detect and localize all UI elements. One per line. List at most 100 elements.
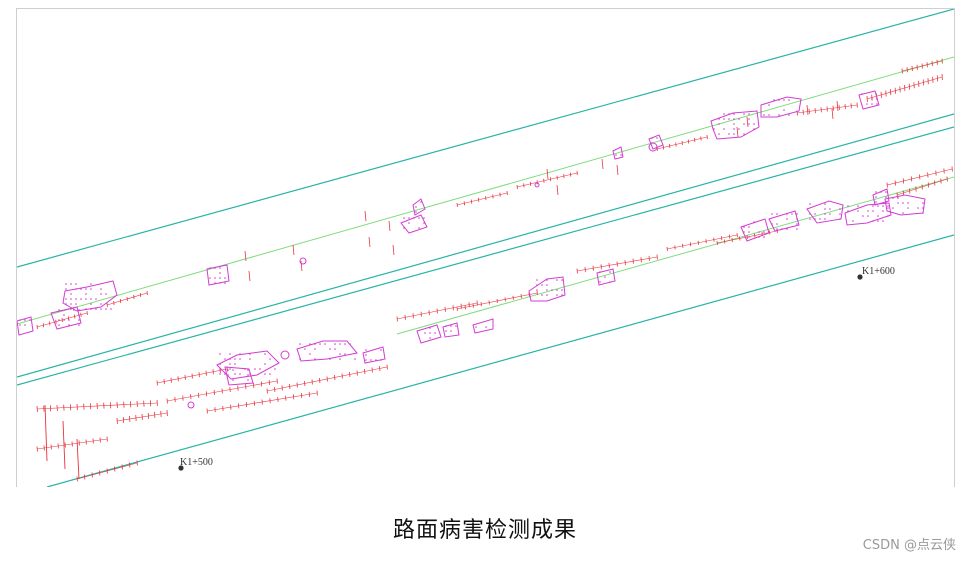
patch-dot [728, 113, 730, 115]
patch-dot [214, 277, 216, 279]
patch-dot [475, 326, 477, 328]
patch-dot [852, 220, 854, 222]
patch-dot [227, 374, 229, 376]
patch-dot [65, 303, 67, 305]
patch-dot [748, 236, 750, 238]
crack-dash [547, 169, 548, 179]
patch-dot [214, 282, 216, 284]
distress-patch [413, 199, 425, 215]
patch-dot [861, 93, 863, 95]
patch-dot [723, 118, 725, 120]
patch-dot [234, 373, 236, 375]
patch-dot [788, 99, 790, 101]
patch-dot [546, 294, 548, 296]
crack-line [902, 61, 942, 71]
patch-dot [723, 113, 725, 115]
patch-dot [541, 284, 543, 286]
patch-dot [753, 128, 755, 130]
patch-dot [796, 223, 798, 225]
patch-dot [224, 373, 226, 375]
patch-dot [219, 363, 221, 365]
patch-dot [786, 218, 788, 220]
patch-dot [100, 303, 102, 305]
patch-dot [415, 211, 417, 213]
patch-dot [892, 207, 894, 209]
patch-dot [561, 294, 563, 296]
patch-dot [887, 215, 889, 217]
patch-dot [877, 220, 879, 222]
distress-patch [845, 203, 891, 225]
patch-dot [70, 283, 72, 285]
patch-dot [536, 289, 538, 291]
patch-dot [651, 137, 653, 139]
distress-patch [769, 211, 799, 231]
patch-dot [867, 215, 869, 217]
patch-dot [882, 220, 884, 222]
station-marker-k1-500: K1+500 [178, 457, 212, 471]
patch-dot [743, 226, 745, 228]
patch-dot [65, 288, 67, 290]
patch-dot [78, 309, 80, 311]
patch-dot [922, 207, 924, 209]
patch-dot [887, 207, 889, 209]
patch-dot [536, 279, 538, 281]
patch-dot [329, 348, 331, 350]
distress-blob [300, 258, 306, 264]
patch-dot [229, 368, 231, 370]
distress-patch [761, 97, 801, 117]
patch-dot [110, 308, 112, 310]
patch-dot [429, 332, 431, 334]
crack-line [867, 77, 942, 99]
patch-dot [656, 137, 658, 139]
crack-line [667, 235, 737, 249]
patch-dot [247, 374, 249, 376]
crack-dash [393, 245, 394, 255]
patch-dot [264, 363, 266, 365]
patch-dot [776, 228, 778, 230]
patch-dot [723, 128, 725, 130]
crack-dash [249, 271, 250, 281]
patch-dot [73, 309, 75, 311]
patch-dot [429, 327, 431, 329]
patch-dot [339, 358, 341, 360]
patch-dot [254, 368, 256, 370]
patch-dot [609, 271, 611, 273]
patch-dot [875, 201, 877, 203]
patch-dot [219, 353, 221, 355]
patch-dot [536, 284, 538, 286]
patch-dot [232, 379, 234, 381]
patch-dot [897, 197, 899, 199]
patch-dot [791, 213, 793, 215]
patch-dot [897, 202, 899, 204]
patch-dot [877, 215, 879, 217]
patch-dot [58, 309, 60, 311]
patch-dot [917, 207, 919, 209]
crack-long [45, 405, 47, 461]
patch-dot [24, 319, 26, 321]
patch-dot [78, 314, 80, 316]
patch-dot [344, 343, 346, 345]
crack-line [207, 393, 317, 411]
patch-dot [733, 128, 735, 130]
patch-dot [423, 222, 425, 224]
patch-dot [85, 308, 87, 310]
patch-dot [314, 343, 316, 345]
patch-dot [902, 212, 904, 214]
patch-dot [875, 196, 877, 198]
road-edge-line [17, 114, 954, 377]
patch-dot [743, 123, 745, 125]
patch-dot [922, 212, 924, 214]
patch-dot [796, 228, 798, 230]
patch-dot [556, 279, 558, 281]
patch-dot [105, 308, 107, 310]
patch-dot [546, 289, 548, 291]
patch-dot [882, 210, 884, 212]
patch-dot [415, 206, 417, 208]
patch-dot [455, 325, 457, 327]
crack-line [657, 137, 707, 149]
patch-dot [434, 332, 436, 334]
distress-patch [473, 319, 493, 333]
patch-dot [100, 293, 102, 295]
patch-dot [304, 348, 306, 350]
patch-dot [219, 267, 221, 269]
